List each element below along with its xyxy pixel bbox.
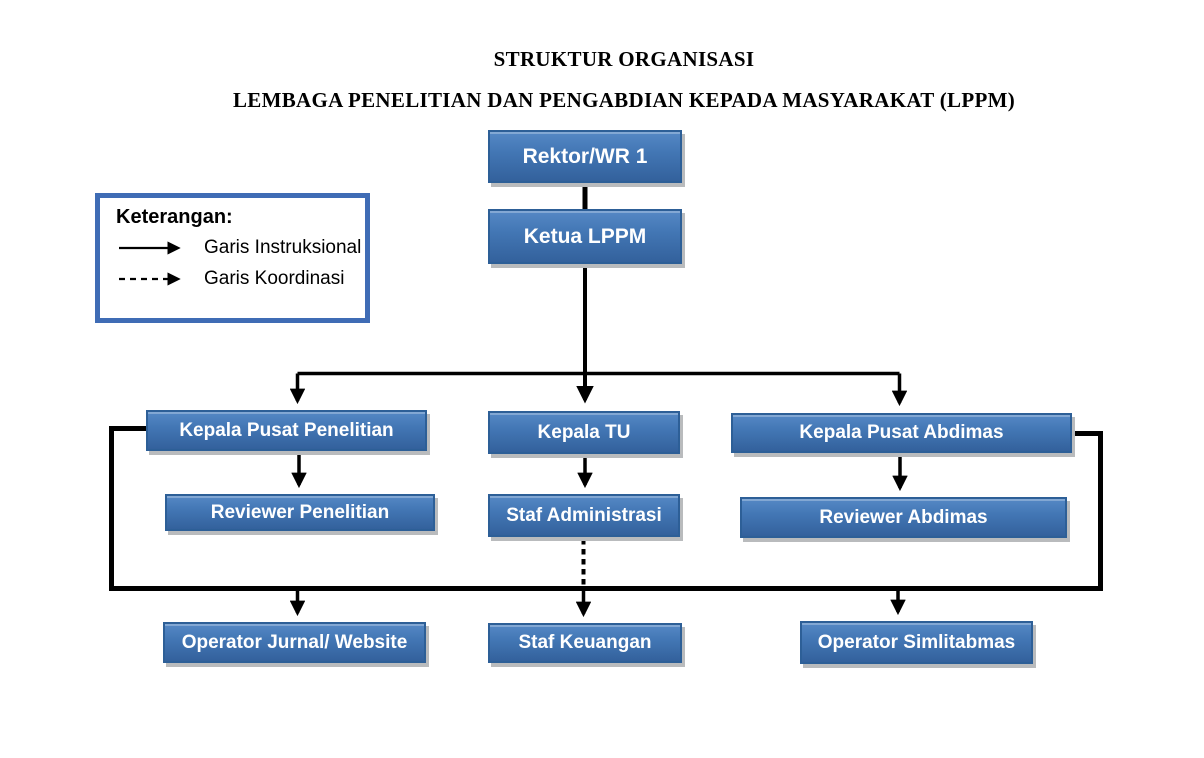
legend-item-instruksional: Garis Instruksional	[116, 237, 365, 259]
node-reviewer-abdimas: Reviewer Abdimas	[740, 497, 1067, 538]
node-staf-administrasi: Staf Administrasi	[488, 494, 680, 537]
legend-item-koordinasi: Garis Koordinasi	[116, 268, 365, 290]
node-kepala-pusat-penelitian: Kepala Pusat Penelitian	[146, 410, 427, 451]
node-operator-simlitabmas: Operator Simlitabmas	[800, 621, 1033, 664]
node-reviewer-penelitian-label: Reviewer Penelitian	[210, 501, 390, 523]
node-staf-keuangan-label: Staf Keuangan	[518, 632, 652, 653]
node-reviewer-abdimas-label: Reviewer Abdimas	[819, 506, 988, 528]
page-title: STRUKTUR ORGANISASI	[493, 47, 755, 71]
node-kepala-pusat-penelitian-label: Kepala Pusat Penelitian	[179, 419, 394, 441]
legend-label-instruksional: Garis Instruksional	[204, 237, 362, 258]
node-staf-keuangan: Staf Keuangan	[488, 623, 682, 663]
solid-arrow-icon	[119, 241, 181, 255]
node-kepala-pusat-abdimas-label: Kepala Pusat Abdimas	[799, 422, 1004, 443]
page-subtitle: LEMBAGA PENELITIAN DAN PENGABDIAN KEPADA…	[232, 88, 1015, 112]
node-ketua-lppm-label: Ketua LPPM	[523, 224, 647, 248]
node-operator-jurnal-website-label: Operator Jurnal/ Website	[181, 631, 408, 653]
legend-label-koordinasi: Garis Koordinasi	[204, 268, 345, 289]
legend-title: Keterangan:	[116, 206, 233, 228]
node-operator-jurnal-website: Operator Jurnal/ Website	[163, 622, 426, 663]
node-staf-administrasi-label: Staf Administrasi	[506, 504, 662, 526]
node-rektor: Rektor/WR 1	[488, 130, 682, 183]
legend-box: Keterangan: Garis Instruksional Garis Ko…	[95, 193, 370, 323]
node-rektor-label: Rektor/WR 1	[522, 144, 648, 168]
node-kepala-tu: Kepala TU	[488, 411, 680, 454]
node-kepala-pusat-abdimas: Kepala Pusat Abdimas	[731, 413, 1072, 453]
node-kepala-tu-label: Kepala TU	[537, 421, 631, 443]
dashed-arrow-icon	[119, 272, 181, 286]
node-ketua-lppm: Ketua LPPM	[488, 209, 682, 264]
node-reviewer-penelitian: Reviewer Penelitian	[165, 494, 435, 531]
node-operator-simlitabmas-label: Operator Simlitabmas	[817, 631, 1016, 653]
